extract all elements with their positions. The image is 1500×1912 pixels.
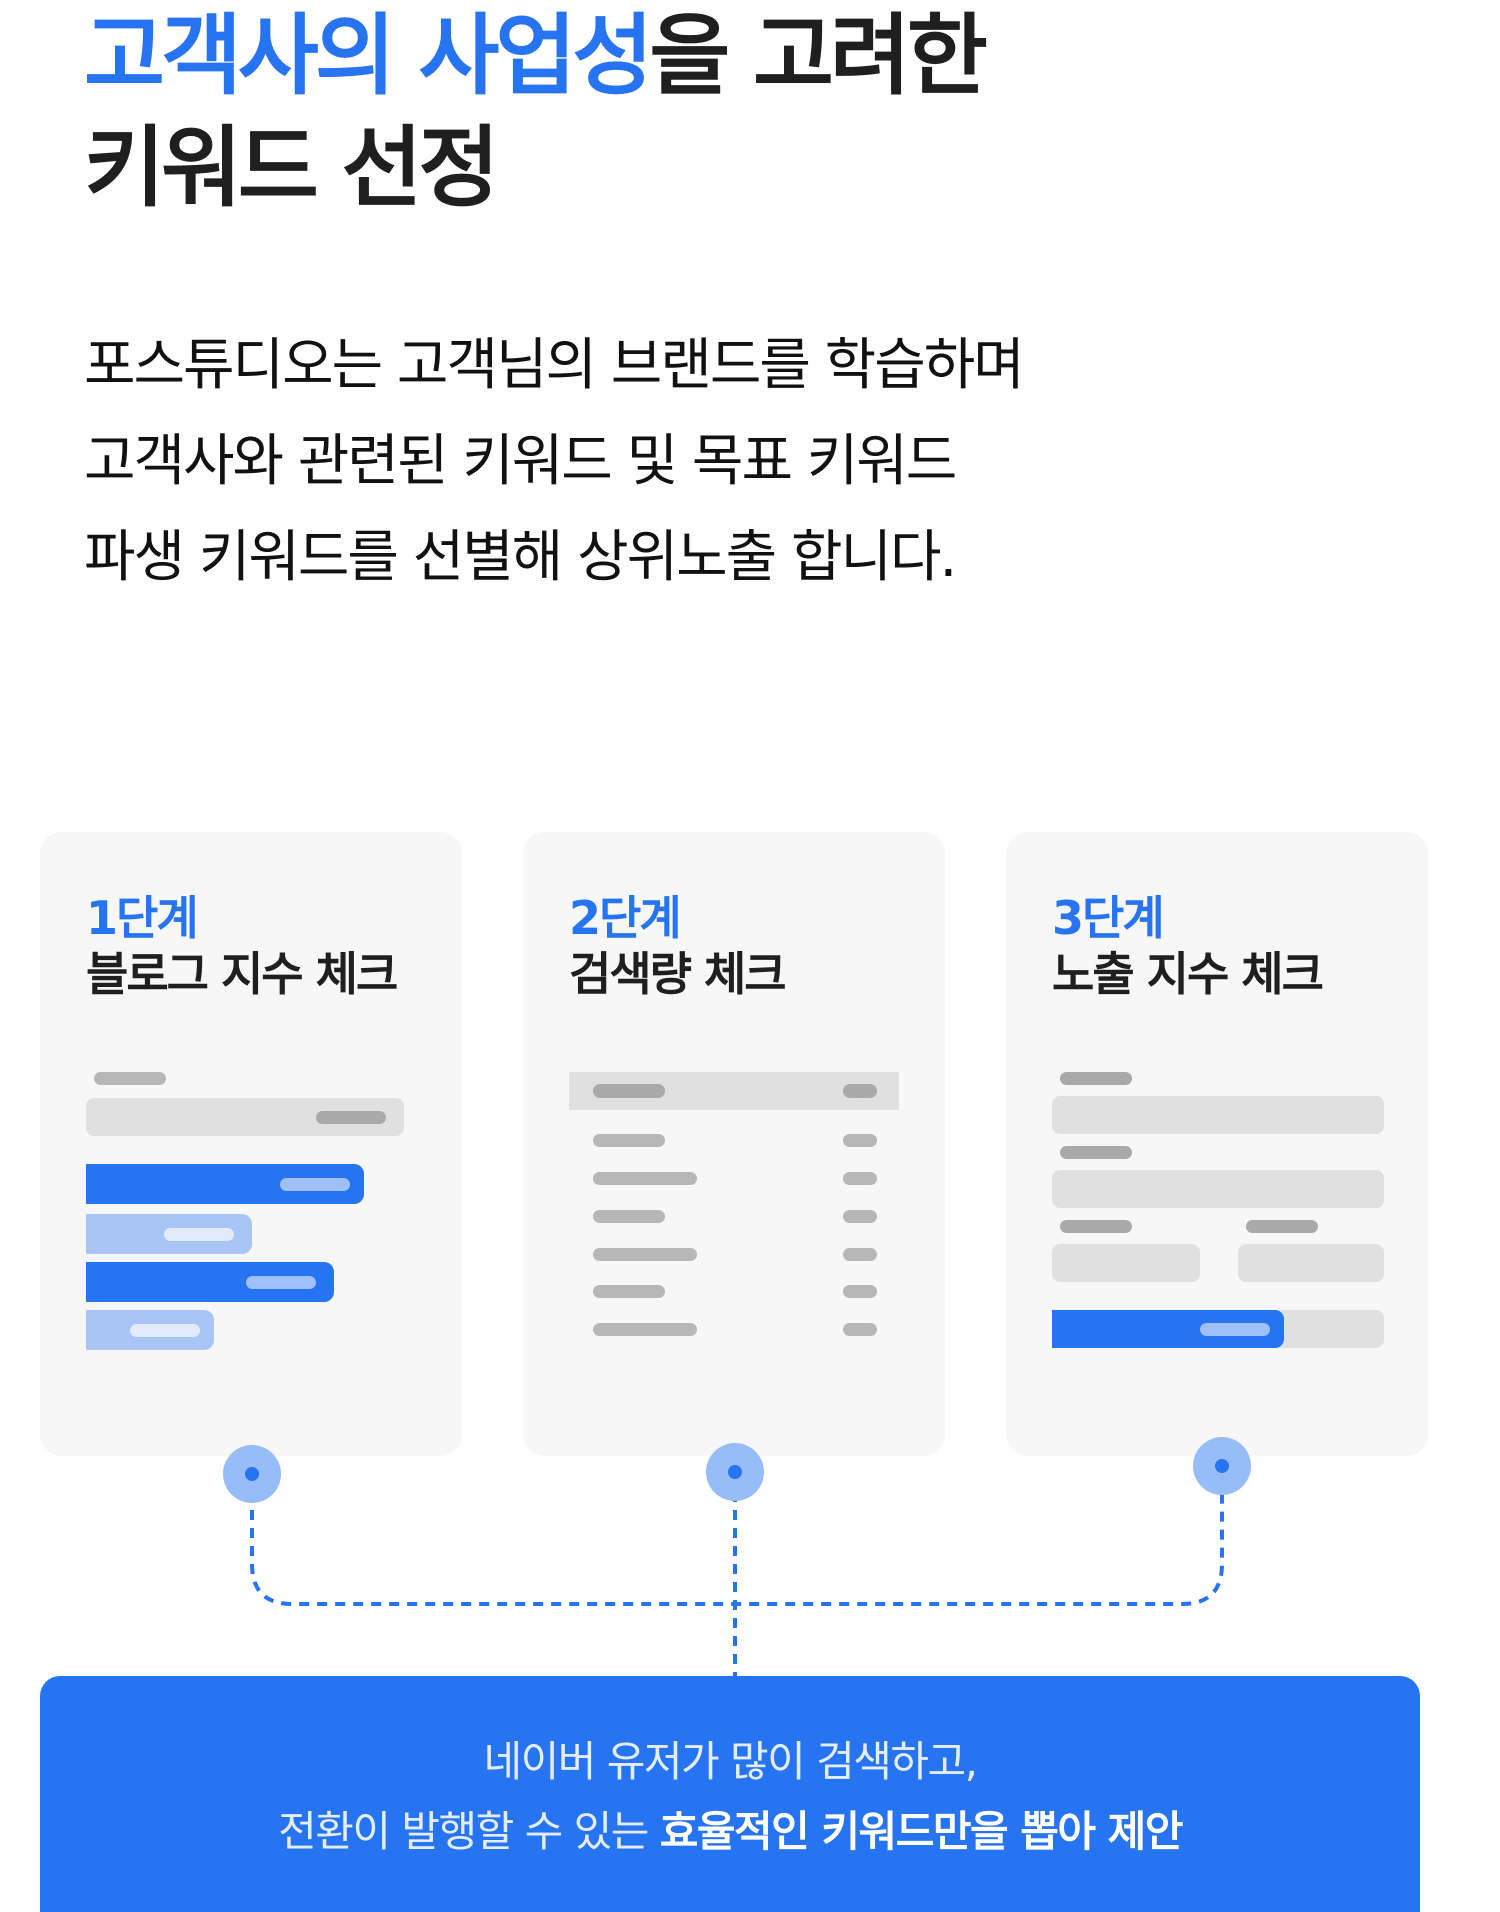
illustration-line	[843, 1084, 877, 1098]
step-card-1: 1단계 블로그 지수 체크	[40, 832, 462, 1456]
step-card-3: 3단계 노출 지수 체크	[1006, 832, 1428, 1456]
summary-line-1: 네이버 유저가 많이 검색하고,	[483, 1737, 978, 1786]
illustration-line	[593, 1134, 665, 1147]
illustration-line	[316, 1111, 386, 1124]
step-label: 2단계	[569, 891, 682, 945]
description: 포스튜디오는 고객님의 브랜드를 학습하며 고객사와 관련된 키워드 및 목표 …	[84, 318, 1025, 606]
step-title: 검색량 체크	[569, 947, 787, 1001]
illustration-line	[130, 1324, 200, 1337]
illustration-line	[593, 1172, 697, 1185]
illustration-line	[843, 1323, 877, 1336]
summary-box: 네이버 유저가 많이 검색하고, 전환이 발행할 수 있는 효율적인 키워드만을…	[40, 1676, 1420, 1912]
title-line2: 키워드 선정	[84, 116, 499, 219]
illustration-line	[593, 1084, 665, 1098]
illustration-line	[1060, 1220, 1132, 1233]
illustration-field	[1052, 1244, 1200, 1282]
illustration-field	[1052, 1170, 1384, 1208]
illustration-line	[593, 1285, 665, 1298]
connector-dot-2	[706, 1443, 764, 1501]
step-title: 블로그 지수 체크	[86, 947, 398, 1001]
step-card-2: 2단계 검색량 체크	[523, 832, 945, 1456]
illustration-line	[843, 1248, 877, 1261]
illustration-line	[280, 1178, 350, 1191]
illustration-line	[246, 1276, 316, 1289]
illustration-line	[1060, 1146, 1132, 1159]
illustration-line	[94, 1072, 166, 1085]
title-highlight: 고객사의 사업성	[84, 4, 653, 107]
illustration-field	[1052, 1096, 1384, 1134]
illustration-line	[843, 1285, 877, 1298]
illustration-line	[843, 1172, 877, 1185]
description-line: 파생 키워드를 선별해 상위노출 합니다.	[84, 525, 957, 590]
description-line: 포스튜디오는 고객님의 브랜드를 학습하며	[84, 333, 1025, 398]
step-label: 3단계	[1052, 891, 1165, 945]
illustration-line	[843, 1210, 877, 1223]
page-title: 고객사의 사업성을 고려한 키워드 선정	[84, 0, 988, 224]
title-rest: 을 고려한	[649, 4, 987, 107]
illustration-line	[593, 1323, 697, 1336]
step-title: 노출 지수 체크	[1052, 947, 1324, 1001]
illustration-line	[593, 1248, 697, 1261]
illustration-line	[1246, 1220, 1318, 1233]
connector-dot-3	[1193, 1437, 1251, 1495]
illustration-field	[1238, 1244, 1384, 1282]
step-label: 1단계	[86, 891, 199, 945]
connector-dot-1	[223, 1445, 281, 1503]
illustration-line	[1200, 1323, 1270, 1336]
summary-line-2-bold: 효율적인 키워드만을 뽑아 제안	[659, 1807, 1184, 1856]
illustration-line	[593, 1210, 665, 1223]
summary-line-2-plain: 전환이 발행할 수 있는	[278, 1807, 660, 1856]
illustration-line	[1060, 1072, 1132, 1085]
summary-line-2: 전환이 발행할 수 있는 효율적인 키워드만을 뽑아 제안	[40, 1798, 1420, 1859]
illustration-line	[843, 1134, 877, 1147]
description-line: 고객사와 관련된 키워드 및 목표 키워드	[84, 429, 957, 494]
illustration-line	[164, 1228, 234, 1241]
